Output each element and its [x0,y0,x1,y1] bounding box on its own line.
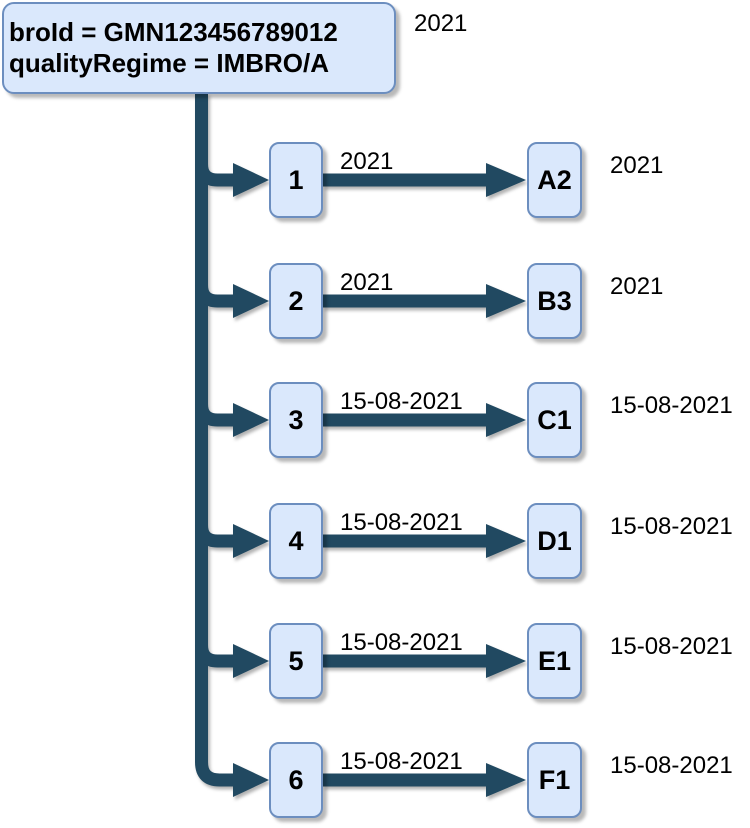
arrowhead-icon [486,763,526,797]
branch-line [195,496,234,548]
target-node-box: D1 [527,503,582,579]
arrowhead-icon [486,524,526,558]
row-date-label: 15-08-2021 [610,392,733,419]
arrowhead-icon [486,163,526,197]
root-node-year-label: 2021 [414,10,468,37]
arrowhead-icon [486,644,526,678]
branch-line [195,616,234,668]
edge-date-label: 2021 [340,148,394,175]
target-node-box: A2 [527,142,582,218]
target-node-box: C1 [527,382,582,458]
edge-date-label: 15-08-2021 [340,748,463,775]
target-node-box: B3 [527,263,582,339]
branch-line [195,256,234,308]
root-node-line1: broId = GMN123456789012 [9,17,338,47]
connector-row-3 [195,375,526,437]
arrowhead-icon [486,403,526,437]
arrowhead-icon [233,284,269,318]
connector-row-4 [195,496,526,558]
arrowhead-icon [233,763,269,797]
tube-number-box: 1 [269,142,323,218]
tube-number-box: 5 [269,623,323,699]
tube-number-box: 4 [269,503,323,579]
target-node-box: F1 [527,742,582,818]
row-date-label: 15-08-2021 [610,513,733,540]
row-date-label: 15-08-2021 [610,752,733,779]
connector-row-6 [323,763,526,797]
connector-row-2 [195,256,526,318]
root-node-box: broId = GMN123456789012 qualityRegime = … [2,2,396,94]
row-date-label: 15-08-2021 [610,633,733,660]
tube-number-box: 6 [269,742,323,818]
root-node-line2: qualityRegime = IMBRO/A [9,48,329,78]
connector-row-5 [195,616,526,678]
arrowhead-icon [486,284,526,318]
edge-date-label: 15-08-2021 [340,388,463,415]
tube-number-box: 2 [269,263,323,339]
edge-date-label: 15-08-2021 [340,509,463,536]
arrowhead-icon [233,524,269,558]
edge-date-label: 15-08-2021 [340,629,463,656]
arrowhead-icon [233,163,269,197]
row-date-label: 2021 [610,152,664,179]
arrowhead-icon [233,644,269,678]
edge-date-label: 2021 [340,269,394,296]
branch-line [195,375,234,427]
row-date-label: 2021 [610,273,664,300]
connector-row-1 [195,135,526,197]
trunk-connector [195,93,269,797]
arrowhead-icon [233,403,269,437]
trunk-line [195,93,234,787]
branch-line [195,135,234,187]
target-node-box: E1 [527,623,582,699]
tube-number-box: 3 [269,382,323,458]
